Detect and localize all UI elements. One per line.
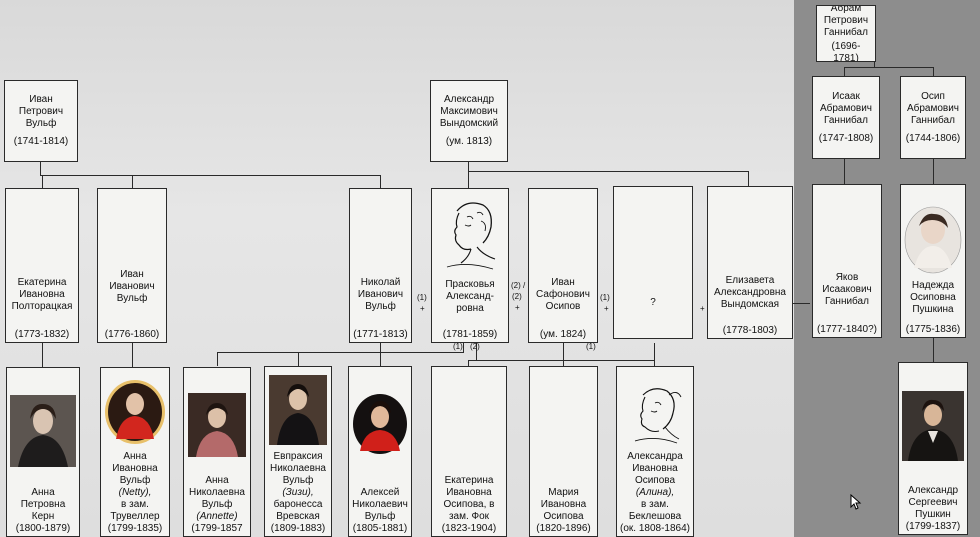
node-name: Иван Сафонович Осипов — [536, 277, 590, 312]
node-nickname: (Зизи), — [282, 487, 314, 498]
node-ivan-osipov[interactable]: Иван Сафонович Осипов (ум. 1824) — [528, 188, 598, 343]
node-alexandra-osipova[interactable]: Александра Ивановна Осипова (Алина), в з… — [616, 366, 694, 537]
node-dates: (1777-1840?) — [816, 324, 878, 335]
node-evpraksia-wulf[interactable]: Евпраксия Николаевна Вульф (Зизи), барон… — [264, 366, 332, 537]
node-name: Анна Петровна Керн — [20, 487, 66, 522]
node-name: Надежда Осиповна Пушкина — [910, 280, 956, 315]
node-dates: (ум. 1813) — [445, 136, 493, 147]
node-name: Екатерина Ивановна Осипова, в зам. Фок — [443, 475, 495, 522]
node-name: Екатерина Ивановна Полторацкая — [11, 277, 73, 312]
node-dates: (1696-1781) — [831, 40, 861, 62]
node-nickname: (Netty), — [118, 487, 152, 498]
node-nickname: (Annette) — [196, 511, 238, 522]
node-name: Мария Ивановна Осипова — [540, 487, 587, 522]
node-isaak-ganibal[interactable]: Исаак Абрамович Ганнибал (1747-1808) — [812, 76, 880, 159]
node-osip-ganibal[interactable]: Осип Абрамович Ганнибал (1744-1806) — [900, 76, 966, 159]
alexandra-sketch-icon — [634, 388, 682, 444]
node-dates: (1809-1883) — [270, 523, 326, 534]
node-name: Елизавета Александровна Вындомская — [714, 275, 786, 310]
node-name: Анна Николаевна Вульф — [189, 475, 245, 510]
evpraksia-portrait-icon — [269, 375, 327, 445]
node-maria-osipova[interactable]: Мария Ивановна Осипова (1820-1896) — [529, 366, 598, 537]
node-abram-ganibal[interactable]: Абрам Петрович Ганнибал (1696-1781) — [816, 5, 876, 62]
marker-plus-4: + — [700, 304, 705, 313]
marker-plus-3: + — [604, 304, 609, 313]
node-ivan-petrovich-wulf[interactable]: Иван Петрович Вульф (1741-1814) — [4, 80, 78, 162]
node-ivan-ivanovich-wulf[interactable]: Иван Иванович Вульф (1776-1860) — [97, 188, 167, 343]
node-ekaterina-poltoratskaya[interactable]: Екатерина Ивановна Полторацкая (1773-183… — [5, 188, 79, 343]
marker-marriage-2: (2) / — [511, 281, 526, 290]
node-alexander-pushkin[interactable]: Александр Сергеевич Пушкин (1799-1837) — [898, 362, 968, 535]
node-title: баронесса Вревская — [273, 499, 323, 522]
node-married: в зам. Трувеллер — [110, 499, 160, 522]
node-unknown-spouse[interactable]: ? — [613, 186, 693, 339]
pushkin-portrait-icon — [902, 391, 964, 461]
node-dates: (1805-1881) — [352, 523, 408, 534]
node-dates: (1773-1832) — [14, 329, 70, 340]
node-name: Исаак Абрамович Ганнибал — [819, 90, 873, 126]
node-yakov-ganibal[interactable]: Яков Исаакович Ганнибал (1777-1840?) — [812, 184, 882, 338]
node-ekaterina-osipova[interactable]: Екатерина Ивановна Осипова, в зам. Фок (… — [431, 366, 507, 537]
node-name: Иван Петрович Вульф — [18, 94, 64, 129]
node-dates: (1799-1835) — [107, 523, 163, 534]
anna-nikolaevna-portrait-icon — [188, 393, 246, 457]
node-dates: (1799-1837) — [905, 521, 961, 532]
marker-marriage-1: (1) — [417, 293, 427, 302]
node-married: в зам. Беклешова — [628, 499, 682, 522]
marker-marriage-3: (1) — [600, 293, 610, 302]
node-dates: (1741-1814) — [13, 136, 69, 147]
marker-plus-2: + — [515, 303, 520, 312]
node-name: Прасковья Александ-ровна — [445, 279, 495, 314]
node-anna-ivanovna-wulf[interactable]: Анна Ивановна Вульф (Netty), в зам. Трув… — [100, 367, 170, 537]
praskovia-sketch-icon — [446, 202, 496, 270]
node-name: Евпраксия Николаевна Вульф — [270, 451, 326, 486]
node-dates: (ум. 1824) — [539, 329, 587, 340]
node-dates: (1799-1857 — [191, 523, 243, 534]
node-name: ? — [650, 296, 656, 308]
marker-child-3: (1) — [586, 342, 596, 351]
node-alexei-wulf[interactable]: Алексей Николаевич Вульф (1805-1881) — [348, 366, 412, 537]
node-dates: (1778-1803) — [722, 325, 778, 336]
node-name: Осип Абрамович Ганнибал — [906, 90, 960, 126]
node-nikolai-wulf[interactable]: Николай Иванович Вульф (1771-1813) — [349, 188, 412, 343]
marker-marriage-2b: (2) — [512, 292, 522, 301]
node-dates: (1823-1904) — [441, 523, 497, 534]
node-nickname: (Алина), — [635, 487, 675, 498]
node-praskovia-osipova[interactable]: Прасковья Александ-ровна (1781-1859) — [431, 188, 509, 343]
marker-child-1: (1) — [453, 342, 463, 351]
node-name: Алексей Николаевич Вульф — [352, 487, 408, 522]
node-elizaveta-vyndomskaya[interactable]: Елизавета Александровна Вындомская (1778… — [707, 186, 793, 339]
node-name: Александр Сергеевич Пушкин — [907, 485, 959, 520]
node-nadezhda-pushkina[interactable]: Надежда Осиповна Пушкина (1775-1836) — [900, 184, 966, 338]
node-name: Яков Исаакович Ганнибал — [822, 272, 872, 307]
node-dates: (1776-1860) — [104, 329, 160, 340]
nadezhda-portrait-icon — [904, 206, 962, 274]
node-dates: (1771-1813) — [353, 329, 408, 340]
anna-kern-portrait-icon — [10, 395, 76, 467]
node-name: Александр Максимович Вындомский — [439, 94, 499, 129]
marker-child-2: (2) — [470, 342, 480, 351]
alexei-portrait-icon — [353, 394, 407, 454]
node-anna-nikolaevna-wulf[interactable]: Анна Николаевна Вульф (Annette) (1799-18… — [183, 367, 251, 537]
node-dates: (1747-1808) — [818, 132, 874, 144]
node-dates: (ок. 1808-1864) — [620, 523, 690, 534]
node-dates: (1775-1836) — [905, 324, 961, 335]
node-dates: (1820-1896) — [536, 523, 591, 534]
node-name: Александра Ивановна Осипова — [627, 451, 683, 486]
node-name: Николай Иванович Вульф — [357, 277, 404, 312]
node-name: Анна Ивановна Вульф — [112, 451, 158, 486]
mouse-cursor-icon — [850, 494, 862, 510]
marker-plus-1: + — [420, 304, 425, 313]
node-name: Абрам Петрович Ганнибал — [823, 5, 869, 38]
anna-ivanovna-portrait-icon — [105, 380, 165, 444]
node-anna-kern[interactable]: Анна Петровна Керн (1800-1879) — [6, 367, 80, 537]
node-alexander-vyndomsky[interactable]: Александр Максимович Вындомский (ум. 181… — [430, 80, 508, 162]
node-dates: (1781-1859) — [442, 329, 498, 340]
node-name: Иван Иванович Вульф — [109, 269, 155, 304]
node-dates: (1744-1806) — [905, 132, 961, 144]
node-dates: (1800-1879) — [15, 523, 71, 534]
